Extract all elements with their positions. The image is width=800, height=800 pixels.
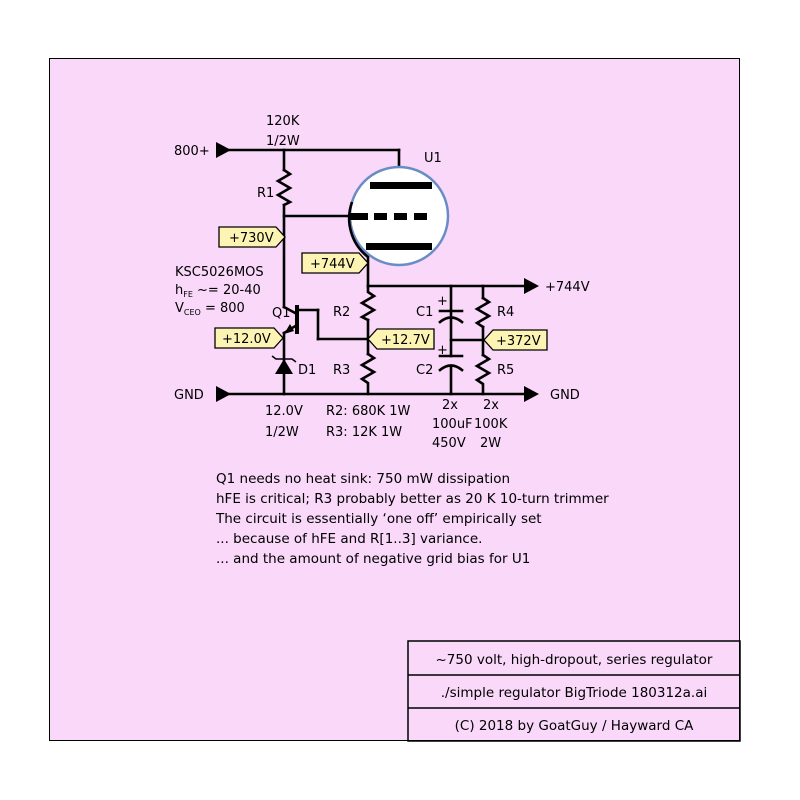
voltage-tag-12-0: +12.0V bbox=[214, 327, 284, 349]
zener-d1 bbox=[275, 359, 293, 374]
note-line: hFE is critical; R3 probably better as 2… bbox=[216, 491, 609, 507]
design-notes: Q1 needs no heat sink: 750 mW dissipatio… bbox=[215, 471, 609, 567]
voltage-tag-12-7: +12.7V bbox=[367, 328, 435, 350]
tube-label: U1 bbox=[424, 151, 442, 166]
resistor-r3 bbox=[359, 352, 377, 396]
d1-spec-power: 1/2W bbox=[265, 425, 299, 440]
note-line: Q1 needs no heat sink: 750 mW dissipatio… bbox=[216, 471, 510, 487]
output-arrow bbox=[524, 278, 539, 294]
svg-text:+12.0V: +12.0V bbox=[222, 332, 271, 347]
res-spec-power: 2W bbox=[480, 436, 501, 451]
capacitor-c2 bbox=[438, 364, 464, 372]
d1-spec-voltage: 12.0V bbox=[265, 404, 303, 419]
cap-spec-voltage: 450V bbox=[432, 436, 466, 451]
resistor-r4 bbox=[474, 296, 492, 329]
gnd-right-label: GND bbox=[550, 388, 580, 403]
resistor-r5 bbox=[474, 353, 492, 396]
q1-label: Q1 bbox=[272, 306, 291, 321]
voltage-tag-372: +372V bbox=[483, 329, 548, 351]
tube-grid-2 bbox=[374, 213, 387, 220]
capacitor-c1 bbox=[438, 316, 464, 324]
voltage-tag-730: +730V bbox=[218, 226, 286, 248]
transistor-part-label: KSC5026MOS bbox=[175, 265, 264, 280]
tube-envelope-left bbox=[347, 201, 369, 259]
note-line: The circuit is essentially ‘one off’ emp… bbox=[215, 511, 542, 527]
tube-grid-3 bbox=[394, 213, 407, 220]
q1-collector bbox=[282, 305, 299, 316]
q1-emitter-arrow bbox=[284, 324, 294, 334]
r1-label: R1 bbox=[257, 186, 274, 201]
c2-label: C2 bbox=[416, 363, 433, 378]
tube-plate bbox=[370, 182, 432, 189]
r4-label: R4 bbox=[497, 305, 514, 320]
svg-text:+730V: +730V bbox=[229, 231, 274, 246]
tube-grid-4 bbox=[414, 213, 427, 220]
r2-spec: R2: 680K 1W bbox=[326, 404, 411, 419]
r5-label: R5 bbox=[497, 363, 514, 378]
gnd-right-arrow bbox=[524, 386, 539, 402]
resistor-r1 bbox=[275, 168, 293, 207]
c1-label: C1 bbox=[416, 305, 433, 320]
title-line-2: ./simple regulator BigTriode 180312a.ai bbox=[441, 685, 708, 701]
svg-text:+372V: +372V bbox=[496, 334, 541, 349]
svg-text:+744V: +744V bbox=[310, 257, 355, 272]
title-line-1: ~750 volt, high-dropout, series regulato… bbox=[436, 652, 713, 668]
c2-plus-label: + bbox=[437, 343, 448, 358]
resistor-r2 bbox=[359, 284, 377, 322]
res-spec-count: 2x bbox=[483, 398, 499, 413]
tube-grid-1 bbox=[350, 213, 368, 220]
r3-label: R3 bbox=[333, 363, 350, 378]
input-rail-label: 800+ bbox=[174, 144, 210, 159]
vceo-label: VCEO = 800 bbox=[175, 301, 245, 317]
output-label: +744V bbox=[545, 280, 590, 295]
gnd-left-label: GND bbox=[174, 388, 204, 403]
d1-label: D1 bbox=[298, 363, 316, 378]
r1-power-label: 1/2W bbox=[266, 134, 300, 149]
input-arrow bbox=[216, 142, 231, 158]
r2-label: R2 bbox=[333, 305, 350, 320]
gnd-left-arrow bbox=[216, 386, 231, 402]
tube-cathode bbox=[366, 243, 432, 250]
zener-bar bbox=[271, 355, 297, 363]
cap-spec-value: 100uF bbox=[432, 417, 473, 432]
hfe-label: hFE ~= 20-40 bbox=[175, 283, 261, 299]
res-spec-value: 100K bbox=[474, 417, 508, 432]
title-block: ~750 volt, high-dropout, series regulato… bbox=[407, 640, 741, 742]
r1-value-label: 120K bbox=[266, 114, 300, 129]
svg-text:+12.7V: +12.7V bbox=[381, 333, 430, 348]
title-line-3: (C) 2018 by GoatGuy / Hayward CA bbox=[455, 718, 695, 734]
voltage-tag-744: +744V bbox=[301, 252, 369, 274]
note-line: ... because of hFE and R[1..3] variance. bbox=[216, 531, 482, 547]
note-line: ... and the amount of negative grid bias… bbox=[216, 551, 530, 567]
c1-plus-label: + bbox=[437, 294, 448, 309]
cap-spec-count: 2x bbox=[442, 398, 458, 413]
r3-spec: R3: 12K 1W bbox=[326, 425, 402, 440]
